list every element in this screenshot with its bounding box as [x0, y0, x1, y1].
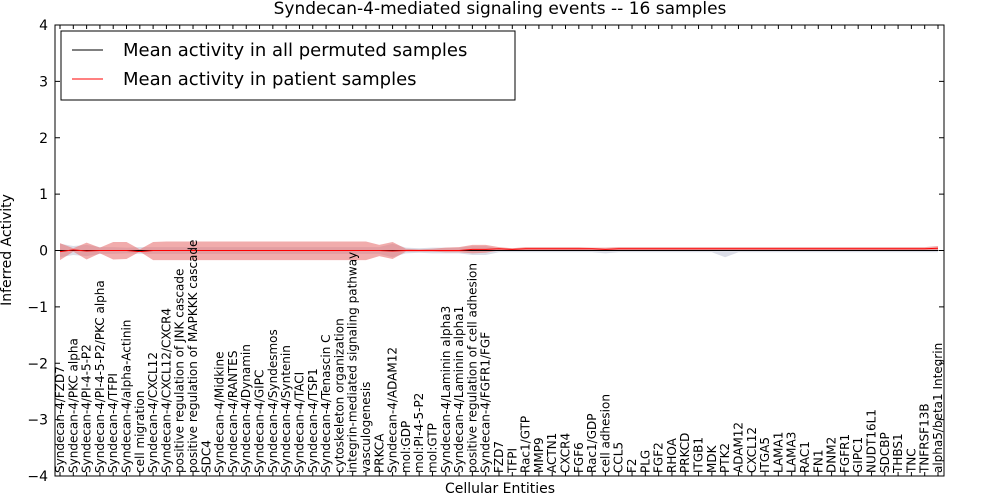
x-tick-label: Syndecan-4/CXCL12	[146, 352, 160, 473]
legend: Mean activity in all permuted samplesMea…	[60, 30, 516, 101]
y-tick-label: −1	[27, 300, 48, 316]
x-tick-label: PLG	[638, 450, 652, 473]
x-tick-label: Syndecan-4/Syntenin	[279, 345, 293, 473]
x-tick-label: Syndecan-4/FZD7	[53, 366, 67, 473]
x-tick-label: Syndecan-4/Midkine	[213, 352, 227, 473]
x-tick-label: mol:GTP	[425, 423, 439, 473]
x-tick-label: Syndecan-4/Laminin alpha3	[439, 306, 453, 473]
x-tick-label: positive regulation of cell adhesion	[465, 263, 479, 473]
x-axis-label: Cellular Entities	[445, 481, 555, 497]
x-tick-label: Rac1/GTP	[519, 416, 533, 473]
x-tick-label: ADAM12	[731, 422, 745, 473]
series-lines	[59, 247, 939, 253]
x-tick-label: RAC1	[798, 441, 812, 473]
x-tick-label: F2	[625, 458, 639, 473]
x-tick-label: DNM2	[825, 437, 839, 473]
x-tick-label: positive regulation of MAPKKK cascade	[186, 240, 200, 473]
legend-label-1: Mean activity in all permuted samples	[123, 40, 467, 61]
x-tick-label: ACTN1	[545, 433, 559, 473]
x-tick-label: integrin-mediated signaling pathway	[346, 252, 360, 473]
x-tick-label: LAMA1	[771, 432, 785, 473]
x-tick-label: THBS1	[891, 433, 905, 474]
y-tick-label: −4	[27, 469, 48, 485]
x-tick-label: Syndecan-4/TFPI	[106, 373, 120, 473]
x-tick-label: Syndecan-4/PI-4-5-P2/PKC alpha	[93, 280, 107, 473]
y-tick-label: 0	[39, 244, 48, 260]
x-tick-label: FGF6	[572, 442, 586, 473]
y-axis-ticks: −4 −3 −2 −1 0 1 2 3 4	[27, 18, 944, 485]
x-tick-label: Syndecan-4/RANTES	[226, 351, 240, 473]
x-tick-label: Syndecan-4/PKC alpha	[66, 338, 80, 473]
x-tick-label: SDCBP	[878, 432, 892, 473]
x-tick-label: CXCR4	[559, 433, 573, 473]
x-tick-label: Rac1/GDP	[585, 414, 599, 473]
x-tick-label: Syndecan-4/TSP1	[306, 368, 320, 473]
x-tick-label: TNC	[904, 448, 918, 474]
y-tick-label: 1	[39, 187, 48, 203]
x-tick-label: Syndecan-4/Dynamin	[239, 344, 253, 473]
x-tick-label: Syndecan-4/Syndesmos	[266, 329, 280, 473]
x-tick-label: positive regulation of JNK cascade	[173, 269, 187, 473]
x-tick-label: Syndecan-4/TACI	[292, 372, 306, 473]
x-tick-label: TFPI	[505, 448, 519, 474]
x-tick-label: TNFRSF13B	[918, 403, 932, 474]
x-tick-label: vasculogenesis	[359, 382, 373, 473]
x-tick-label: LAMA3	[785, 432, 799, 473]
x-tick-label: GIPC1	[851, 437, 865, 473]
y-tick-label: 3	[39, 74, 48, 90]
x-tick-label: alpha5/beta1 Integrin	[931, 343, 945, 473]
y-tick-label: 2	[39, 131, 48, 147]
x-tick-label: FN1	[811, 449, 825, 473]
x-tick-label: cell migration	[133, 391, 147, 473]
band-series-2	[60, 241, 938, 261]
x-tick-label: ITGA5	[758, 437, 772, 473]
x-tick-label: CXCL12	[745, 427, 759, 473]
y-tick-label: −3	[27, 413, 48, 429]
x-tick-label: RHOA	[665, 437, 679, 473]
x-tick-label: PRKCD	[678, 433, 692, 473]
x-tick-label: cytoskeleton organization	[332, 318, 346, 473]
x-tick-label: PTK2	[718, 443, 732, 473]
legend-box	[60, 30, 516, 101]
x-tick-label: Syndecan-4/CXCL12/CXCR4	[159, 308, 173, 473]
x-tick-label: Syndecan-4/Tenascin C	[319, 334, 333, 473]
x-tick-label: PRKCA	[372, 433, 386, 473]
x-tick-label: NUDT16L1	[864, 409, 878, 473]
x-tick-label: Syndecan-4/Laminin alpha1	[452, 306, 466, 473]
x-tick-label: mol:GDP	[399, 421, 413, 473]
x-tick-label: MMP9	[532, 437, 546, 473]
x-tick-label: FZD7	[492, 441, 506, 473]
y-tick-label: −2	[27, 356, 48, 372]
legend-label-2: Mean activity in patient samples	[123, 69, 417, 90]
x-tick-label: ITGB1	[692, 437, 706, 473]
x-tick-label: FGFR1	[838, 434, 852, 473]
x-tick-label: Syndecan-4/PI-4-5-P2	[80, 344, 94, 473]
x-tick-label: Syndecan-4/alpha-Actinin	[120, 320, 134, 473]
x-tick-label: cell adhesion	[598, 394, 612, 473]
x-tick-label: Syndecan-4/ADAM12	[386, 347, 400, 473]
x-tick-label: Syndecan-4/GIPC	[253, 370, 267, 473]
y-axis-label: Inferred Activity	[0, 194, 15, 306]
x-tick-label: Syndecan-4/FGFR1/FGF	[479, 332, 493, 473]
y-tick-label: 4	[39, 18, 48, 34]
chart-title: Syndecan-4-mediated signaling events -- …	[274, 0, 727, 19]
x-tick-label: mol:PI-4-5-P2	[412, 393, 426, 473]
x-tick-label: SDC4	[199, 440, 213, 473]
x-tick-label: MDK	[705, 444, 719, 473]
x-tick-label: CCL5	[612, 442, 626, 473]
line-series-2	[59, 247, 939, 253]
x-tick-label: FGF2	[652, 442, 666, 473]
